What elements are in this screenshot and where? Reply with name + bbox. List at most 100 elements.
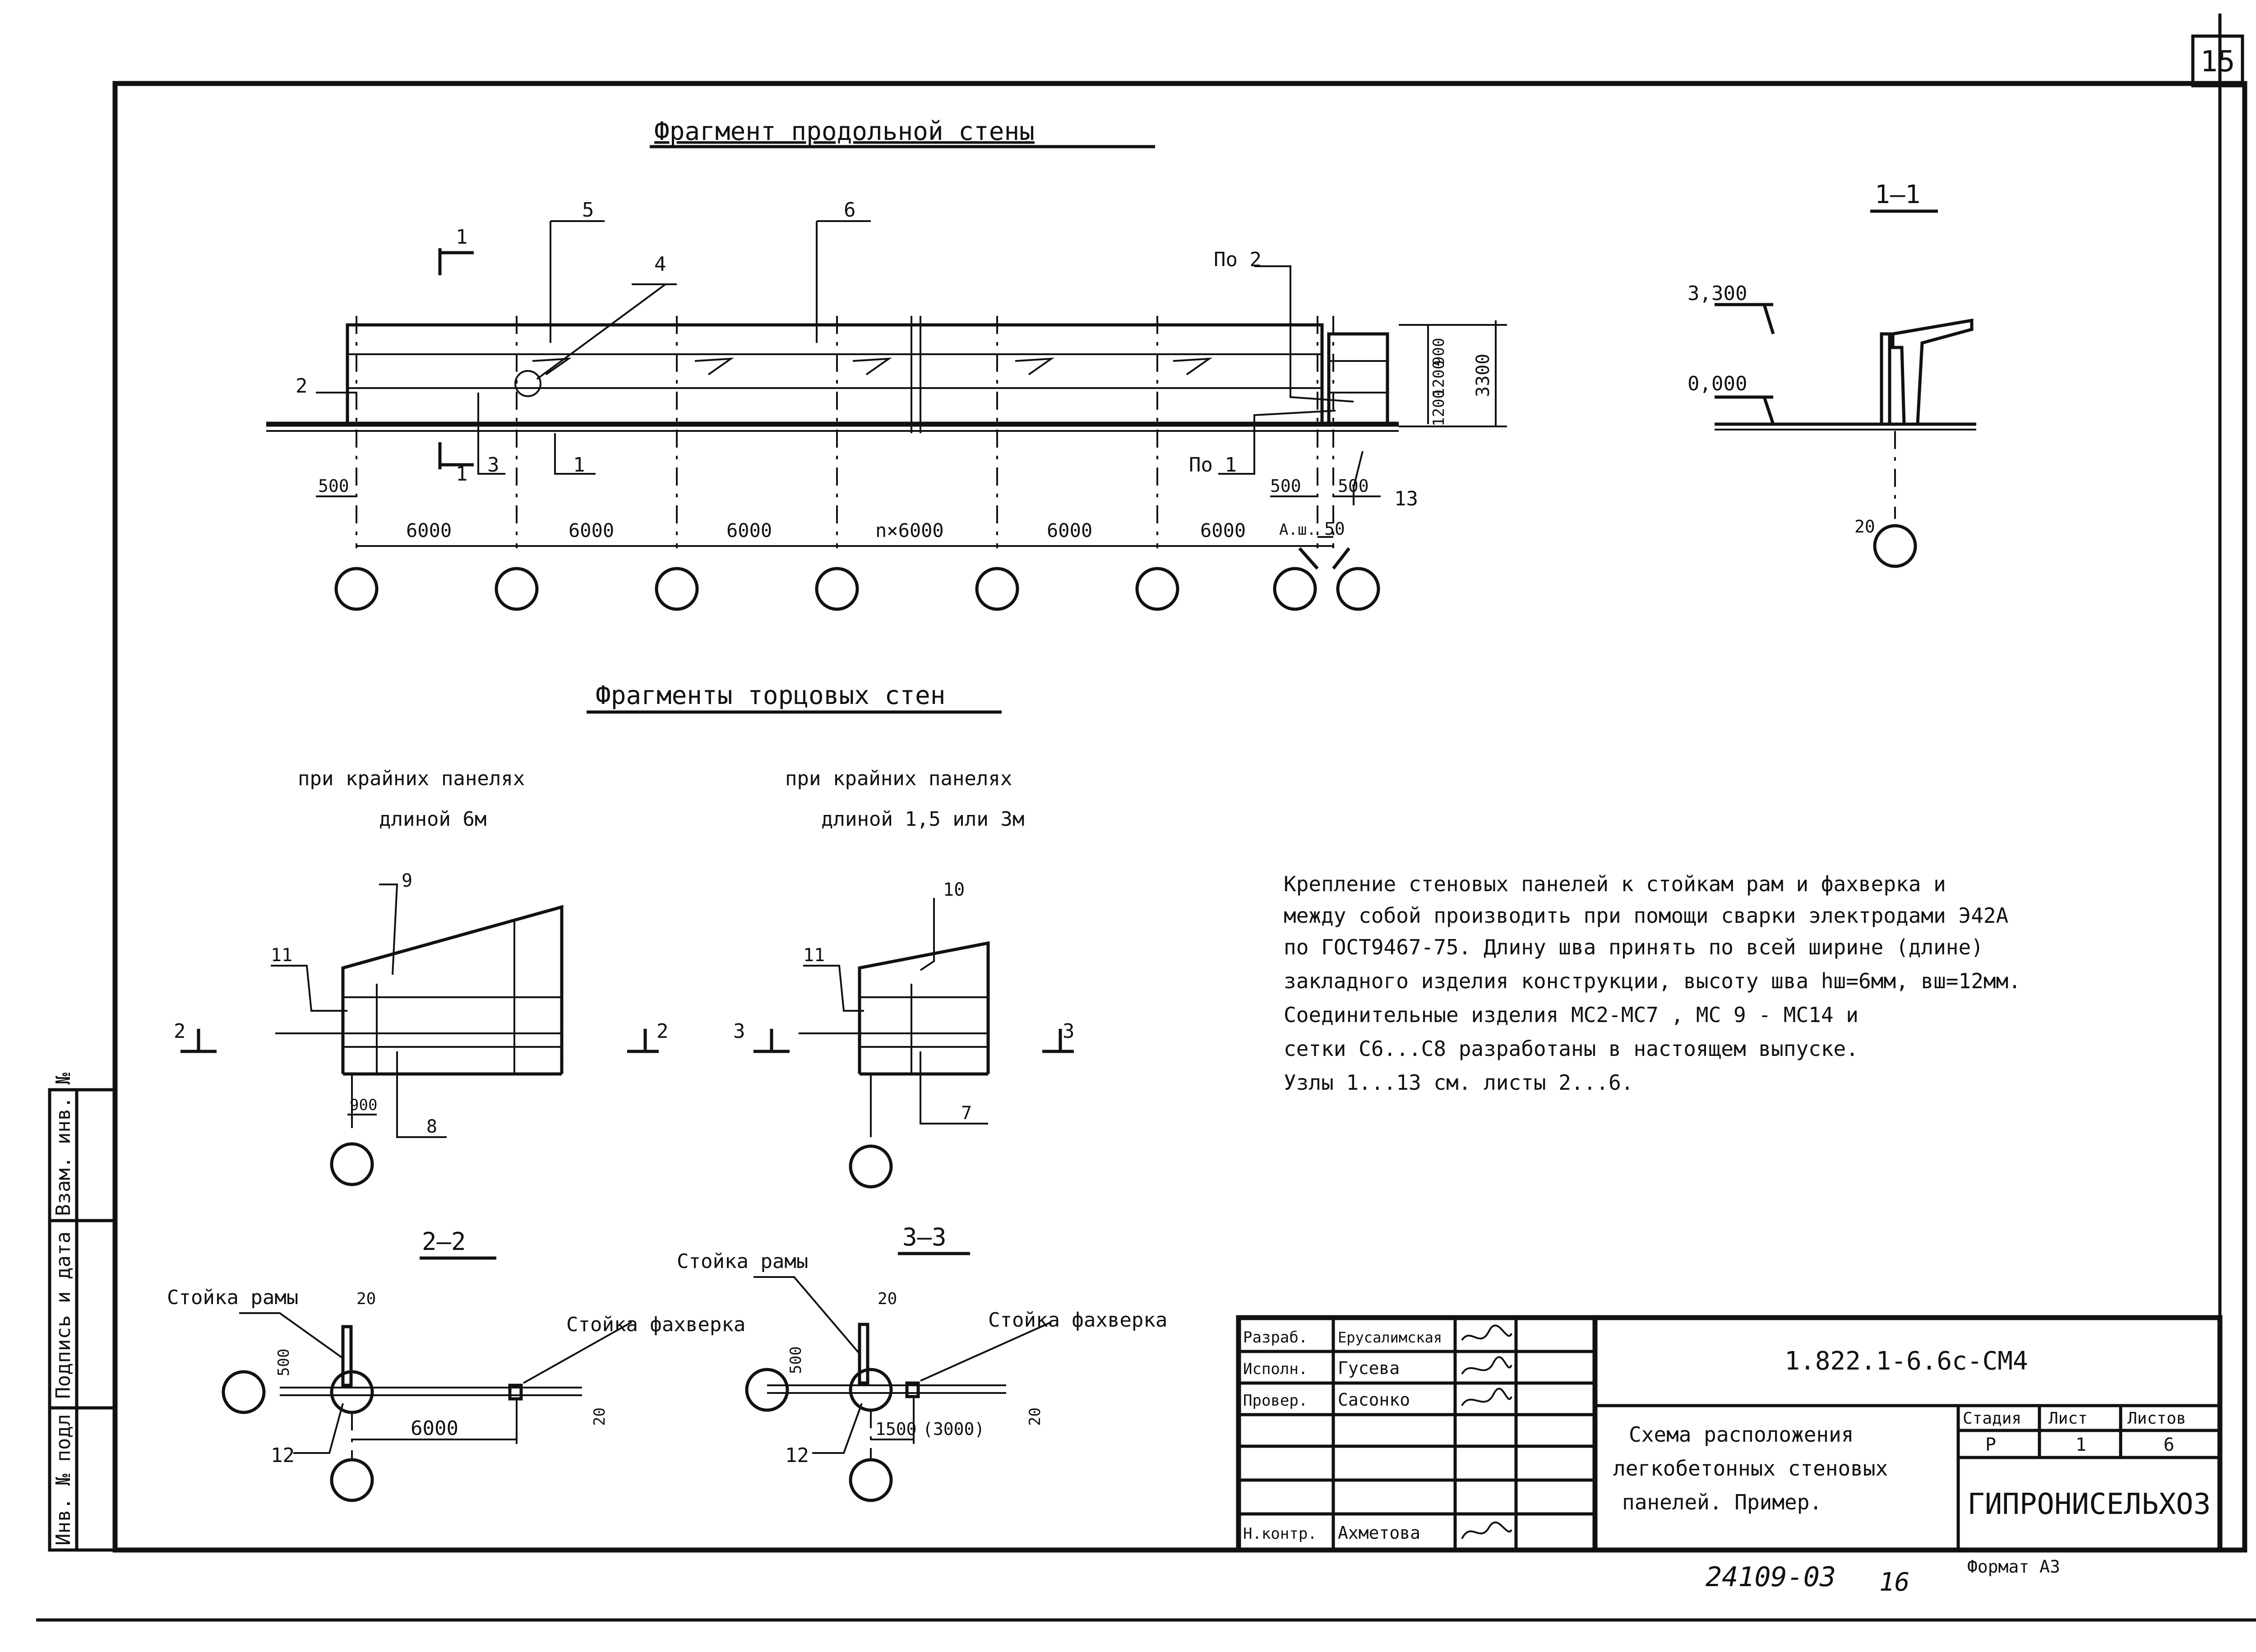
stage-value: Р (1985, 1435, 1996, 1455)
callout-4: 4 (654, 253, 666, 276)
role-checker: Провер. (1243, 1392, 1308, 1410)
dim-1200b: 1200 (1430, 389, 1448, 426)
span-1: 6000 (406, 519, 452, 541)
dim-3000: (3000) (923, 1419, 985, 1439)
dim-20-d: 20 (1026, 1407, 1044, 1426)
role-normcontrol: Н.контр. (1243, 1525, 1317, 1543)
long-wall-fragment: Фрагмент продольной стены (266, 117, 1507, 611)
name-checker: Сасонко (1338, 1390, 1410, 1410)
callout-po1: По 1 (1189, 453, 1237, 477)
dim-6000-2: 6000 (411, 1417, 458, 1440)
note-line-6: сетки С6...С8 разработаны в настоящем вы… (1284, 1037, 1858, 1061)
section-3-3-title: 3—3 (902, 1223, 947, 1251)
section-2-2-title: 2—2 (422, 1227, 466, 1256)
stage-header: Стадия (1963, 1409, 2021, 1428)
section-2-2: 2—2 Стойка рамы Стойка фахверка 20 500 6… (167, 1227, 745, 1502)
section-3-3: 3—3 Стойка рамы Стойка фахверка 20 500 1… (677, 1223, 1167, 1502)
dim-500-3: 500 (787, 1347, 805, 1374)
long-wall-title: Фрагмент продольной стены (654, 117, 1035, 146)
sheet-header: Лист (2048, 1409, 2088, 1428)
span-2: 6000 (569, 519, 614, 541)
section-1-1-title: 1—1 (1875, 180, 1920, 209)
level-3300: 3,300 (1687, 282, 1747, 305)
callout-7: 7 (961, 1103, 972, 1124)
callout-3: 3 (487, 453, 499, 477)
note-line-3: по ГОСТ9467-75. Длину шва принять по все… (1284, 935, 1983, 959)
role-executor: Исполн. (1243, 1360, 1308, 1378)
dim-20-a: 20 (356, 1290, 376, 1308)
stamp-replace-label: Взам. инв. № (52, 1073, 75, 1216)
case-b-line2: длиной 1,5 или 3м (821, 808, 1024, 831)
label-post-2: Стойка фахверка (566, 1313, 745, 1336)
dim-20-c: 20 (878, 1290, 897, 1308)
label-frame-2: Стойка рамы (167, 1286, 298, 1309)
sheet-number-box (2191, 34, 2244, 88)
note-line-4: закладного изделия конструкции, высоту ш… (1284, 969, 2021, 993)
dim-500-left: 500 (318, 476, 349, 496)
stamp-sign-label: Подпись и дата (52, 1231, 75, 1399)
name-normcontrol: Ахметова (1338, 1523, 1420, 1543)
desc-line-1: Схема расположения (1629, 1422, 1854, 1447)
case-a-line1: при крайних панелях (298, 767, 525, 790)
callout-11-a: 11 (271, 945, 292, 966)
end-wall-fragments: Фрагменты торцовых стен при крайних пане… (174, 681, 1075, 1189)
axis-bubbles (334, 547, 1380, 611)
notes: Крепление стеновых панелей к стойкам рам… (1284, 872, 2021, 1095)
section-mark-1-bottom: 1 (456, 463, 468, 486)
section-1-1: 1—1 3,300 0,000 20 (1687, 180, 1976, 568)
desc-line-2: легкобетонных стеновых (1613, 1456, 1888, 1481)
section-mark-1-top: 1 (456, 226, 468, 249)
name-executor: Гусева (1338, 1358, 1400, 1378)
callout-13: 13 (1394, 487, 1418, 510)
dim-900-a: 900 (350, 1096, 377, 1114)
section-1-1-dim: 20 (1854, 517, 1875, 537)
role-developer: Разраб. (1243, 1328, 1308, 1347)
callout-12-a: 12 (271, 1444, 295, 1467)
title-block: Разраб. Исполн. Провер. Н.контр. Ерусали… (1236, 1315, 2223, 1553)
level-0000: 0,000 (1687, 372, 1747, 395)
sheets-value: 6 (2164, 1435, 2174, 1455)
dim-500-2: 500 (275, 1349, 293, 1376)
label-frame-3: Стойка рамы (677, 1250, 808, 1273)
callout-2: 2 (296, 375, 308, 398)
dim-20-b: 20 (591, 1407, 609, 1426)
mark-2-right: 2 (656, 1020, 669, 1043)
sheet-value: 1 (2076, 1435, 2086, 1455)
case-b-line1: при крайних панелях (785, 767, 1012, 790)
dim-50: 50 (1324, 519, 1345, 539)
drawing-code: 1.822.1-6.6с-СМ4 (1784, 1347, 2028, 1376)
signatures (1461, 1324, 1512, 1539)
dim-500-right: 500 (1338, 476, 1369, 496)
axis-bubble-a (330, 1142, 374, 1186)
note-line-7: Узлы 1...13 см. листы 2...6. (1284, 1070, 1633, 1095)
case-a-line2: длиной 6м (379, 808, 486, 831)
callout-po2: По 2 (1214, 248, 1262, 271)
callout-10: 10 (943, 879, 965, 900)
span-n: n×6000 (875, 519, 944, 541)
axis-bubble-1-1 (1873, 524, 1917, 568)
span-3: 6000 (726, 519, 772, 541)
sheets-header: Листов (2127, 1409, 2186, 1428)
end-walls-title: Фрагменты торцовых стен (596, 681, 945, 710)
side-stamp: Инв. № подл. Подпись и дата Взам. инв. № (48, 1073, 117, 1552)
format-label: Формат А3 (1967, 1557, 2060, 1577)
note-line-2: между собой производить при помощи сварк… (1284, 903, 2008, 928)
span-6: 6000 (1200, 519, 1246, 541)
span-5: 6000 (1047, 519, 1092, 541)
page-number-handwritten: 16 (1879, 1568, 1909, 1597)
sheet-number: 15 (2200, 45, 2235, 79)
desc-line-3: панелей. Пример. (1622, 1490, 1822, 1514)
dim-3300: 3300 (1473, 354, 1493, 397)
stamp-inv-label: Инв. № подл. (52, 1402, 75, 1546)
organization: ГИПРОНИСЕЛЬХОЗ (1967, 1488, 2210, 1521)
callout-6: 6 (844, 199, 856, 222)
span-ash: А.ш. (1279, 521, 1316, 539)
callout-11-b: 11 (803, 945, 825, 966)
dim-500-mid: 500 (1270, 476, 1301, 496)
inventory-number: 24109-03 (1706, 1561, 1836, 1593)
mark-2-left: 2 (174, 1020, 186, 1043)
note-line-1: Крепление стеновых панелей к стойкам рам… (1284, 872, 1946, 896)
dim-1500: 1500 (875, 1419, 917, 1439)
drawing-frame (112, 81, 2247, 1553)
